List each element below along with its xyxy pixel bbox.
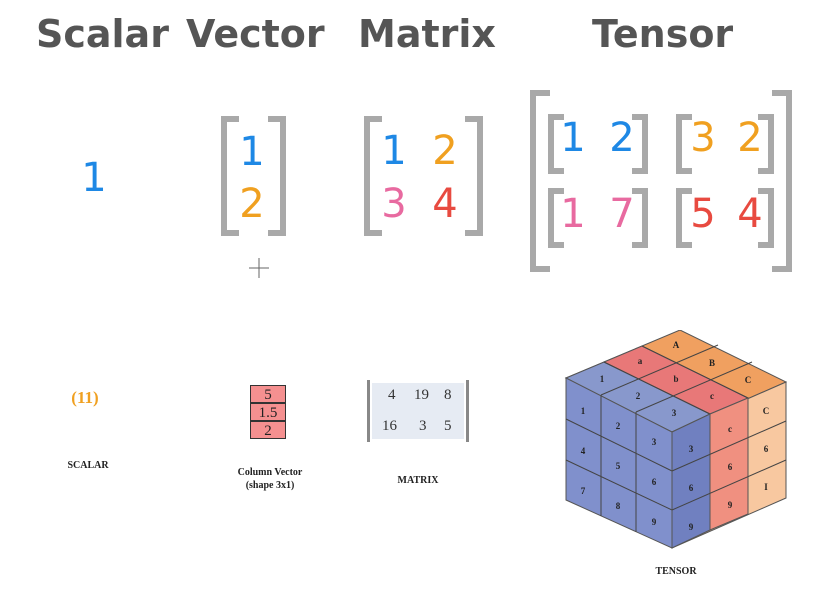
vector-value-1: 1: [239, 129, 265, 175]
bottom-matrix-background: [372, 383, 464, 439]
matrix-cell: 4: [432, 181, 458, 227]
tensor-cell: 4: [737, 191, 763, 237]
cube-top-label: 1: [599, 374, 605, 384]
tensor-inner-bracket: [676, 188, 692, 248]
tensor-inner-bracket: [632, 114, 648, 174]
bottom-matrix-label: MATRIX: [397, 475, 439, 486]
bottom-matrix-cell: 3: [419, 418, 427, 434]
cube-top-label: c: [710, 391, 714, 401]
cube-front-label: 8: [615, 501, 621, 511]
tensor-inner-bracket: [548, 114, 564, 174]
tensor-inner-bracket: [676, 114, 692, 174]
bottom-tensor-label: TENSOR: [655, 566, 697, 577]
cube-front-label: 3: [651, 437, 657, 447]
tensor-inner-bracket: [548, 188, 564, 248]
cube-front-label: 7: [580, 486, 586, 496]
bottom-matrix-left-bracket: [367, 380, 370, 442]
bottom-scalar-value: (11): [71, 388, 99, 407]
tensor-outer-left-bracket: [530, 90, 550, 272]
cube-side-label: C: [762, 406, 770, 416]
tensor-cell: 2: [609, 115, 635, 161]
cube-top-label: b: [673, 374, 679, 384]
bottom-matrix-cell: 19: [414, 387, 429, 403]
cube-front-label: 1: [580, 406, 586, 416]
cube-top-label: B: [708, 358, 715, 368]
matrix-cell: 1: [381, 128, 407, 174]
cube-top-label: A: [672, 340, 680, 350]
matrix-cell: 3: [381, 181, 407, 227]
cube-front-label: 2: [615, 421, 621, 431]
cube-top-label: 3: [671, 408, 677, 418]
cube-front-label: 5: [615, 461, 621, 471]
cube-front-label: 6: [688, 483, 694, 493]
bottom-matrix-cell: 8: [444, 387, 452, 403]
tensor-inner-bracket: [758, 188, 774, 248]
vector-right-bracket: [268, 116, 286, 236]
tensor-cell: 1: [560, 115, 586, 161]
column-vector-label-line1: Column Vector: [237, 467, 303, 478]
column-vector-cell: 5: [250, 385, 286, 403]
cube-front-label: 3: [688, 444, 694, 454]
column-vector-label-line2: (shape 3x1): [245, 480, 295, 491]
bottom-matrix-cell: 4: [388, 387, 396, 403]
vector-left-bracket: [221, 116, 239, 236]
scalar-value: 1: [81, 155, 107, 201]
tensor-cell: 1: [560, 191, 586, 237]
cube-front-label: 4: [580, 446, 586, 456]
cube-side-label: I: [764, 482, 768, 492]
header-vector: Vector: [186, 12, 325, 56]
tensor-cube: [564, 330, 788, 549]
matrix-cell: 2: [432, 128, 458, 174]
tensor-cell: 7: [609, 191, 635, 237]
cube-top-label: a: [637, 356, 643, 366]
cube-top-label: C: [744, 375, 752, 385]
column-vector-cell: 1.5: [250, 403, 286, 421]
cube-side-label: 6: [763, 444, 769, 454]
bottom-matrix-cell: 5: [444, 418, 452, 434]
cube-front-label: 9: [651, 517, 657, 527]
cube-top-label: 2: [635, 391, 641, 401]
bottom-scalar-label: SCALAR: [67, 460, 109, 471]
cube-side-label: 9: [727, 500, 733, 510]
column-vector-cell: 2: [250, 421, 286, 439]
header-scalar: Scalar: [36, 12, 169, 56]
column-vector-label: Column Vector (shape 3x1): [222, 466, 318, 492]
vector-value-2: 2: [239, 181, 265, 227]
tensor-outer-right-bracket: [772, 90, 792, 272]
cube-side-label: 6: [727, 462, 733, 472]
crosshair-cursor-icon: [249, 258, 269, 278]
matrix-right-bracket: [465, 116, 483, 236]
tensor-cell: 5: [690, 191, 716, 237]
tensor-cell: 3: [690, 115, 716, 161]
cube-front-label: 9: [688, 522, 694, 532]
cube-right-face-red-band: [709, 397, 749, 531]
cube-front-label: 6: [651, 477, 657, 487]
tensor-cell: 2: [737, 115, 763, 161]
bottom-matrix-right-bracket: [466, 380, 469, 442]
cube-side-label: c: [728, 424, 732, 434]
header-tensor: Tensor: [592, 12, 734, 56]
tensor-inner-bracket: [632, 188, 648, 248]
header-matrix: Matrix: [358, 12, 496, 56]
matrix-left-bracket: [364, 116, 382, 236]
tensor-inner-bracket: [758, 114, 774, 174]
bottom-matrix-cell: 16: [382, 418, 397, 434]
